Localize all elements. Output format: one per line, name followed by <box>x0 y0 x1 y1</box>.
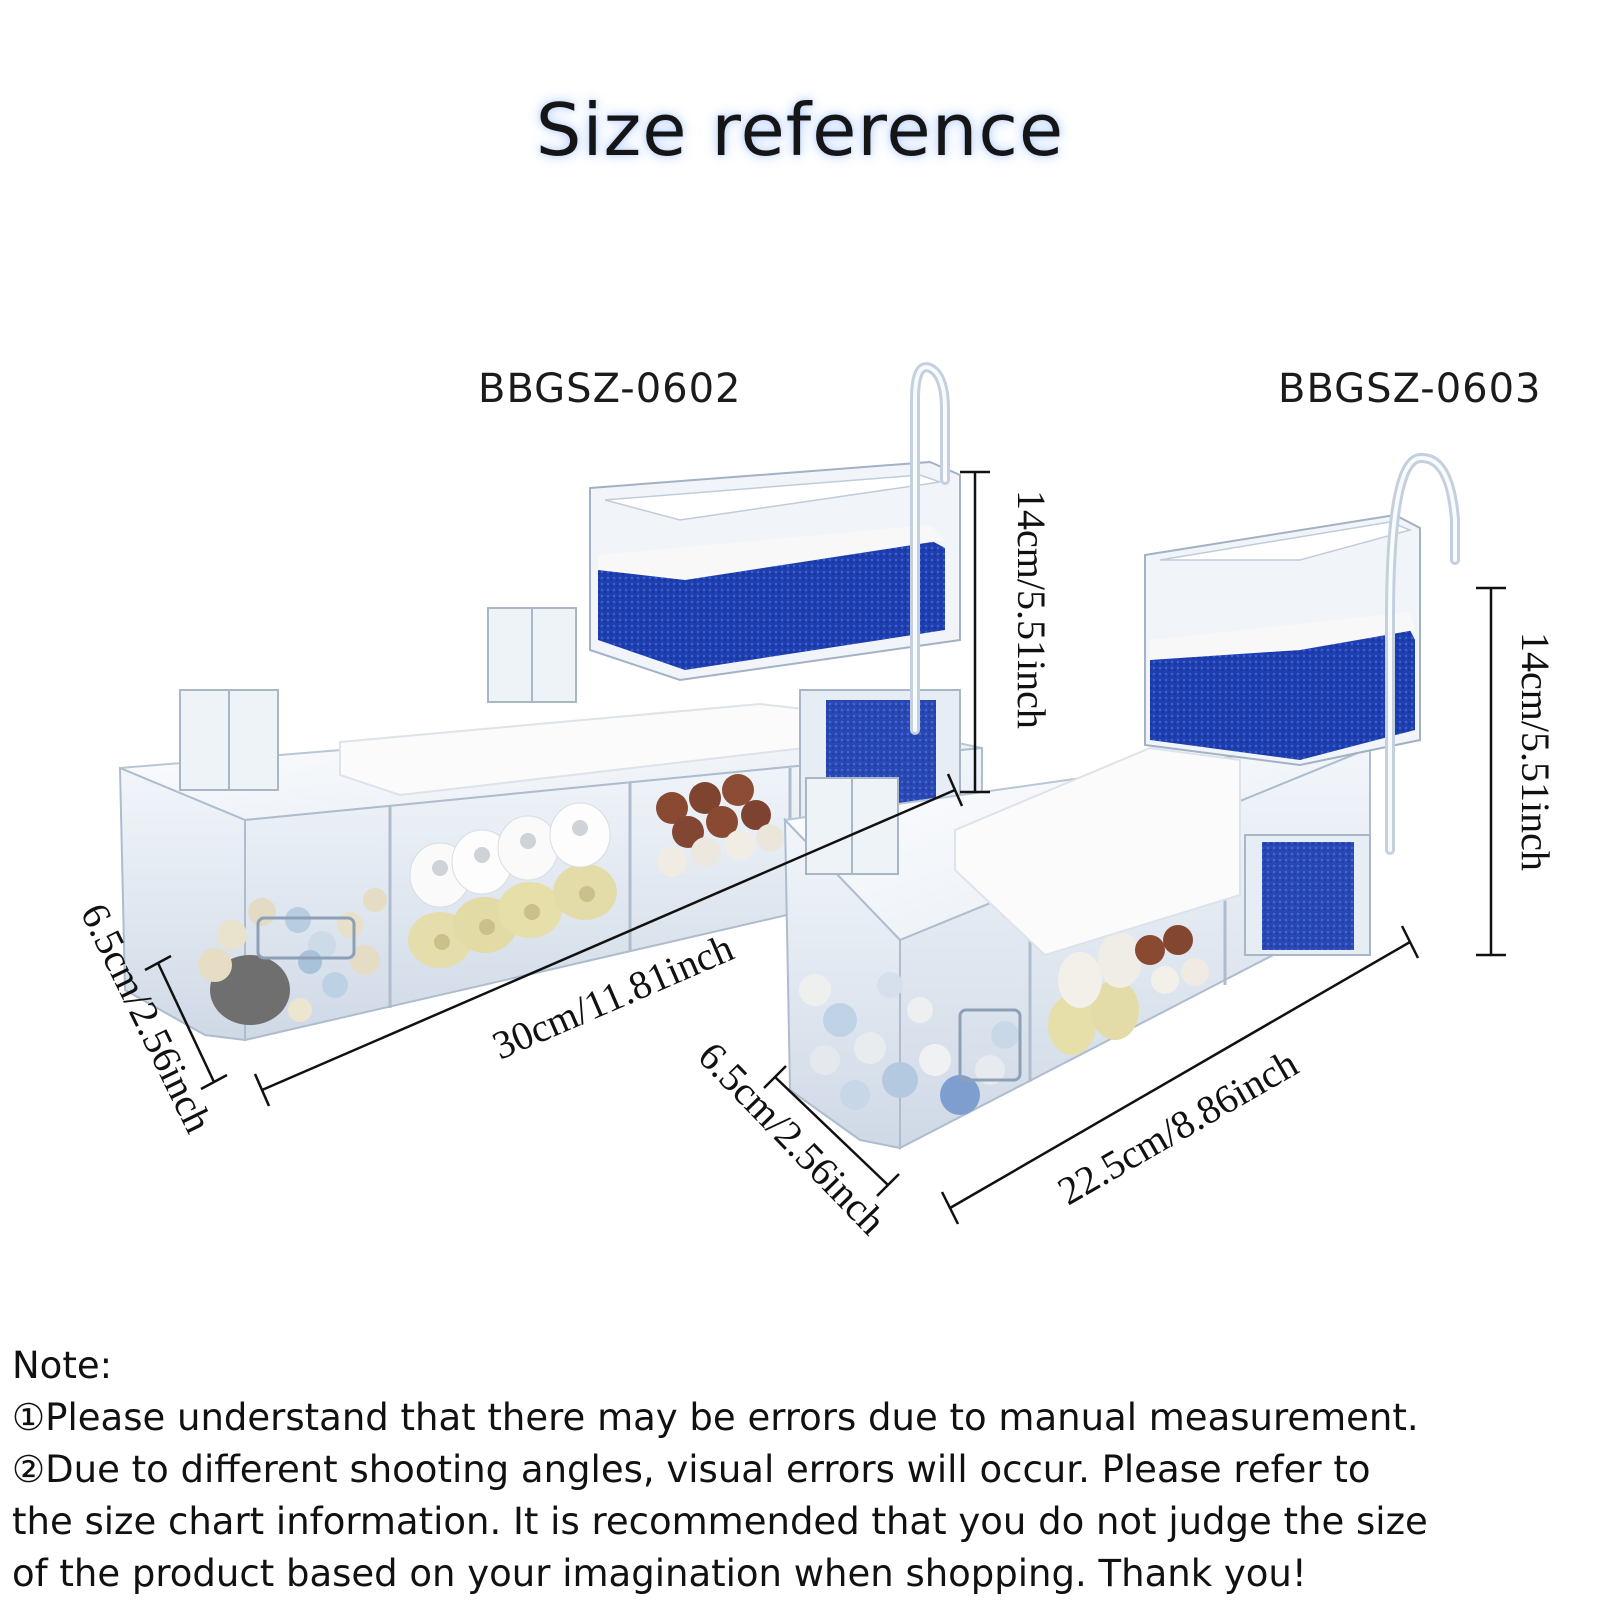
pipe-holder-left <box>179 689 279 791</box>
note-line-1: ①Please understand that there may be err… <box>12 1396 1419 1439</box>
note-line-3: the size chart information. It is recomm… <box>12 1500 1428 1543</box>
note-line-2: ②Due to different shooting angles, visua… <box>12 1448 1371 1491</box>
blue-sponge <box>1150 630 1415 760</box>
ceramic-balls-media <box>198 888 387 1025</box>
height-label-0603: 14cm/5.51inch <box>1513 632 1558 871</box>
pipe-holder <box>805 777 899 875</box>
model-label-0603: BBGSZ-0603 <box>1278 366 1542 412</box>
lava-rock-media <box>656 774 784 877</box>
drip-box <box>1144 513 1421 767</box>
product-0602-illustration <box>118 362 983 1042</box>
pipe-holder-right <box>487 607 577 703</box>
product-illustration: 14cm/5.51inch 30cm/11.81inch 6.5cm/2.56i… <box>72 362 1558 1243</box>
page-title: Size reference <box>535 88 1065 172</box>
product-0603-illustration <box>782 453 1460 1150</box>
bio-rings-media <box>1048 925 1209 1055</box>
height-label-0602: 14cm/5.51inch <box>1009 490 1054 729</box>
white-filter-pad <box>954 746 1241 957</box>
dimension-lines <box>144 470 1506 1225</box>
bio-rings-media <box>408 802 617 968</box>
drip-box <box>589 460 961 682</box>
model-label-0602: BBGSZ-0602 <box>478 366 742 412</box>
note-line-4: of the product based on your imagination… <box>12 1552 1307 1595</box>
ceramic-balls-media <box>799 972 1022 1115</box>
note-heading: Note: <box>12 1344 113 1387</box>
